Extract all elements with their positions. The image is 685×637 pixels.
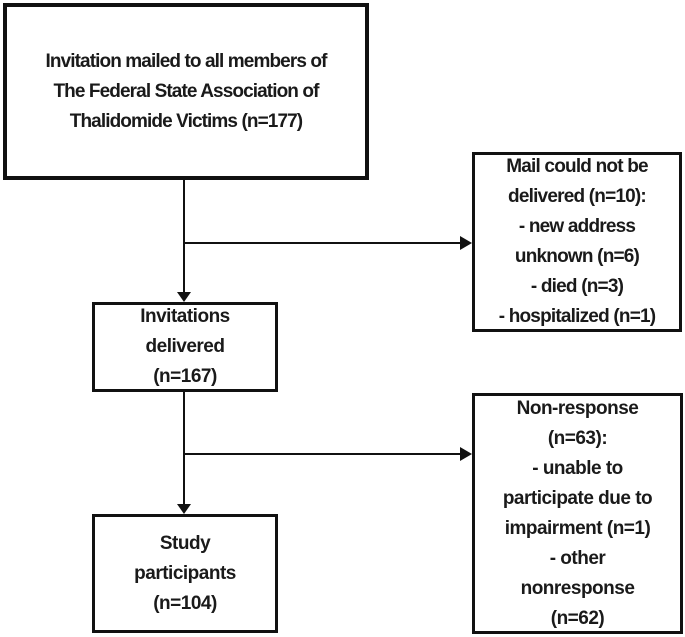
- arrow-down-icon: [177, 504, 191, 514]
- node-non-response-text: Non-response (n=63): - unable to partici…: [502, 397, 653, 629]
- node-mail-not-delivered: Mail could not be delivered (n=10): - ne…: [472, 152, 682, 332]
- arrow-down-icon: [177, 292, 191, 302]
- node-invitation-mailed-text: Invitation mailed to all members of The …: [45, 50, 327, 132]
- node-invitations-delivered: Invitations delivered (n=167): [92, 302, 278, 392]
- connector-branch-mail-not-delivered: [184, 242, 461, 244]
- node-mail-not-delivered-text: Mail could not be delivered (n=10): - ne…: [498, 156, 656, 327]
- connector-branch-non-response: [184, 453, 461, 455]
- node-invitations-delivered-text: Invitations delivered (n=167): [140, 306, 230, 387]
- arrow-right-icon: [460, 236, 472, 250]
- node-non-response: Non-response (n=63): - unable to partici…: [472, 393, 683, 634]
- connector-mailed-to-delivered: [183, 180, 185, 293]
- node-invitation-mailed: Invitation mailed to all members of The …: [3, 3, 369, 180]
- arrow-right-icon: [460, 447, 472, 461]
- connector-delivered-to-participants: [183, 392, 185, 505]
- node-study-participants: Study participants (n=104): [92, 514, 278, 633]
- node-study-participants-text: Study participants (n=104): [134, 532, 236, 614]
